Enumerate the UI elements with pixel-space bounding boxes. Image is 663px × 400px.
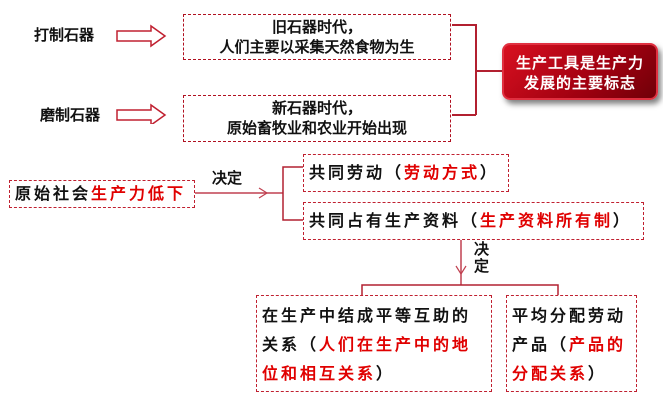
box-text: 人们主要以采集天然食物为生 (219, 38, 415, 56)
joint-labor-box: 共同劳动（劳动方式） (303, 154, 509, 192)
text-red: 人们在生产中的地位和相互关系 (262, 335, 472, 383)
bracket (452, 114, 476, 116)
decides-label-vertical: 决定 (474, 240, 490, 275)
conclusion-text: 生产工具是生产力 (515, 54, 644, 72)
text-red: 产品的分配关系 (512, 335, 627, 383)
text: 共同劳动（ (309, 163, 405, 182)
bracket (475, 24, 477, 115)
bracket (452, 24, 476, 26)
bracket (475, 70, 503, 72)
text: ） (480, 163, 500, 182)
paleolithic-box: 旧石器时代， 人们主要以采集天然食物为生 (183, 14, 451, 60)
label-polished-stone: 磨制石器 (40, 106, 101, 124)
text: 共同占有生产资料（ (309, 211, 481, 230)
hollow-arrow-icons (116, 24, 167, 124)
label-chipped-stone: 打制石器 (34, 26, 95, 44)
common-ownership-box: 共同占有生产资料（生产资料所有制） (303, 202, 644, 240)
text-red: 生产资料所有制 (480, 211, 614, 230)
connector-lines (361, 240, 559, 295)
conclusion-box: 生产工具是生产力 发展的主要标志 (502, 43, 658, 100)
text: 原始社会 (15, 184, 92, 203)
relations-box: 在生产中结成平等互助的关系（人们在生产中的地位和相互关系） (256, 295, 492, 392)
text: ） (613, 211, 633, 230)
box-text: 原始畜牧业和农业开始出现 (226, 119, 407, 137)
distribution-box: 平均分配劳动产品（产品的分配关系） (506, 295, 637, 392)
text: 平均分配劳动产品（ (512, 306, 627, 354)
box-text: 旧石器时代， (271, 18, 362, 36)
text: ） (588, 364, 608, 383)
decides-label: 决定 (212, 169, 243, 187)
text: ） (376, 364, 396, 383)
connector-lines (195, 166, 303, 221)
text: 在生产中结成平等互助的关系（ (262, 306, 472, 354)
box-text: 新石器时代， (271, 99, 362, 117)
conclusion-text: 发展的主要标志 (523, 74, 636, 92)
text-red: 生产力低下 (91, 184, 187, 203)
text-red: 劳动方式 (404, 163, 481, 182)
source-box: 原始社会生产力低下 (9, 180, 195, 208)
neolithic-box: 新石器时代， 原始畜牧业和农业开始出现 (183, 95, 451, 142)
